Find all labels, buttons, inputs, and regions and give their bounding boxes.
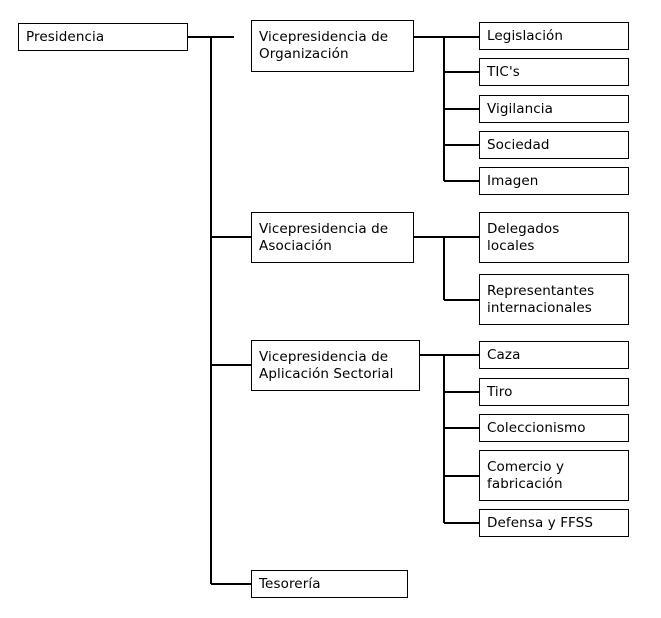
node-label: Caza (487, 346, 521, 363)
node-vp-organizacion[interactable]: Vicepresidencia de Organización (251, 20, 414, 72)
node-presidencia[interactable]: Presidencia (18, 23, 188, 51)
node-label: Vicepresidencia de Aplicación Sectorial (259, 348, 394, 382)
node-tics[interactable]: TIC's (479, 58, 629, 86)
node-defensa-y-ffss[interactable]: Defensa y FFSS (479, 509, 629, 537)
node-vp-aplicacion-sectorial[interactable]: Vicepresidencia de Aplicación Sectorial (251, 340, 420, 391)
node-caza[interactable]: Caza (479, 341, 629, 369)
node-vigilancia[interactable]: Vigilancia (479, 95, 629, 123)
node-label: Vicepresidencia de Organización (259, 29, 389, 62)
node-label: Tesorería (259, 575, 321, 592)
connectors-group (188, 36, 479, 585)
node-vp-asociacion[interactable]: Vicepresidencia de Asociación (251, 212, 414, 263)
node-label: Sociedad (487, 136, 550, 153)
node-sociedad[interactable]: Sociedad (479, 131, 629, 159)
node-delegados-locales[interactable]: Delegados locales (479, 212, 629, 263)
node-label: Coleccionismo (487, 419, 586, 436)
node-label: Vicepresidencia de Asociación (259, 220, 389, 254)
node-label: Presidencia (26, 28, 105, 45)
node-representantes-internacionales[interactable]: Representantes internacionales (479, 274, 629, 325)
node-comercio-y-fabricacion[interactable]: Comercio y fabricación (479, 450, 629, 501)
node-label: Imagen (487, 172, 539, 189)
node-tesoreria[interactable]: Tesorería (251, 570, 408, 598)
node-label: Tiro (487, 383, 513, 400)
node-legislacion[interactable]: Legislación (479, 22, 629, 50)
node-label: Defensa y FFSS (487, 514, 594, 531)
node-label: TIC's (487, 63, 520, 80)
node-label: Legislación (487, 27, 564, 44)
node-label: Comercio y fabricación (487, 458, 565, 492)
node-tiro[interactable]: Tiro (479, 378, 629, 406)
node-label: Representantes internacionales (487, 282, 595, 316)
node-coleccionismo[interactable]: Coleccionismo (479, 414, 629, 442)
node-label: Vigilancia (487, 100, 554, 117)
node-label: Delegados locales (487, 220, 560, 254)
node-imagen[interactable]: Imagen (479, 167, 629, 195)
